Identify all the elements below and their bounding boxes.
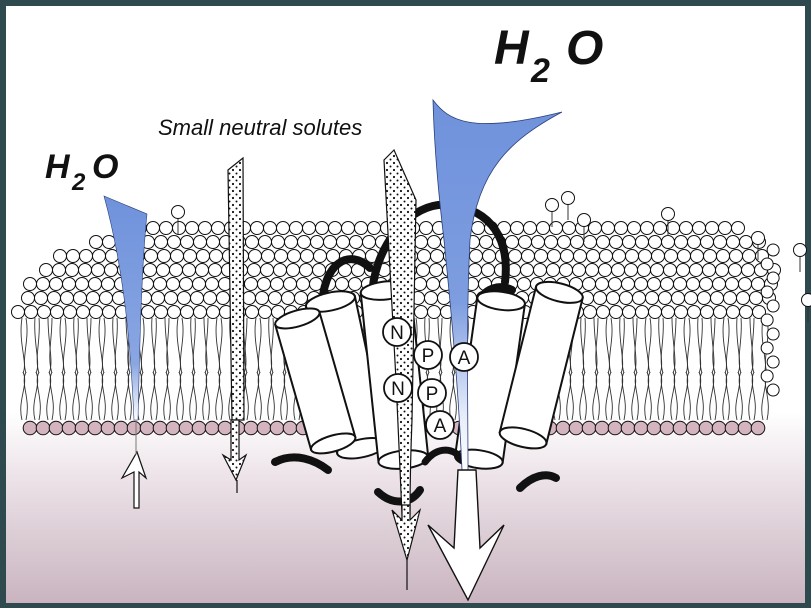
motif-letter: A — [434, 416, 447, 437]
motif-letter: N — [391, 379, 405, 400]
svg-text:O: O — [92, 148, 118, 186]
motif-residue: N — [383, 318, 411, 346]
motif-residue: A — [450, 343, 478, 371]
motif-letter: A — [458, 348, 471, 369]
motif-residue: P — [414, 341, 442, 369]
water-right-h: H — [494, 22, 530, 75]
water-left-h: H — [45, 148, 71, 186]
svg-text:2: 2 — [530, 52, 550, 90]
motif-residue: P — [418, 379, 446, 407]
water-right-sub: 2 — [530, 52, 550, 90]
motif-residue: A — [426, 411, 454, 439]
svg-text:2: 2 — [71, 169, 86, 196]
motif-letter: N — [390, 323, 404, 344]
water-left-sub: 2 — [71, 169, 86, 196]
water-right-o: O — [566, 22, 603, 75]
water-left-o: O — [92, 148, 118, 186]
label-solutes: Small neutral solutes — [158, 115, 362, 140]
motif-letter: P — [426, 384, 439, 405]
svg-text:H: H — [494, 22, 530, 75]
svg-text:H: H — [45, 148, 71, 186]
svg-text:O: O — [566, 22, 603, 75]
motif-letter: P — [422, 346, 435, 367]
motif-residue: N — [384, 374, 412, 402]
